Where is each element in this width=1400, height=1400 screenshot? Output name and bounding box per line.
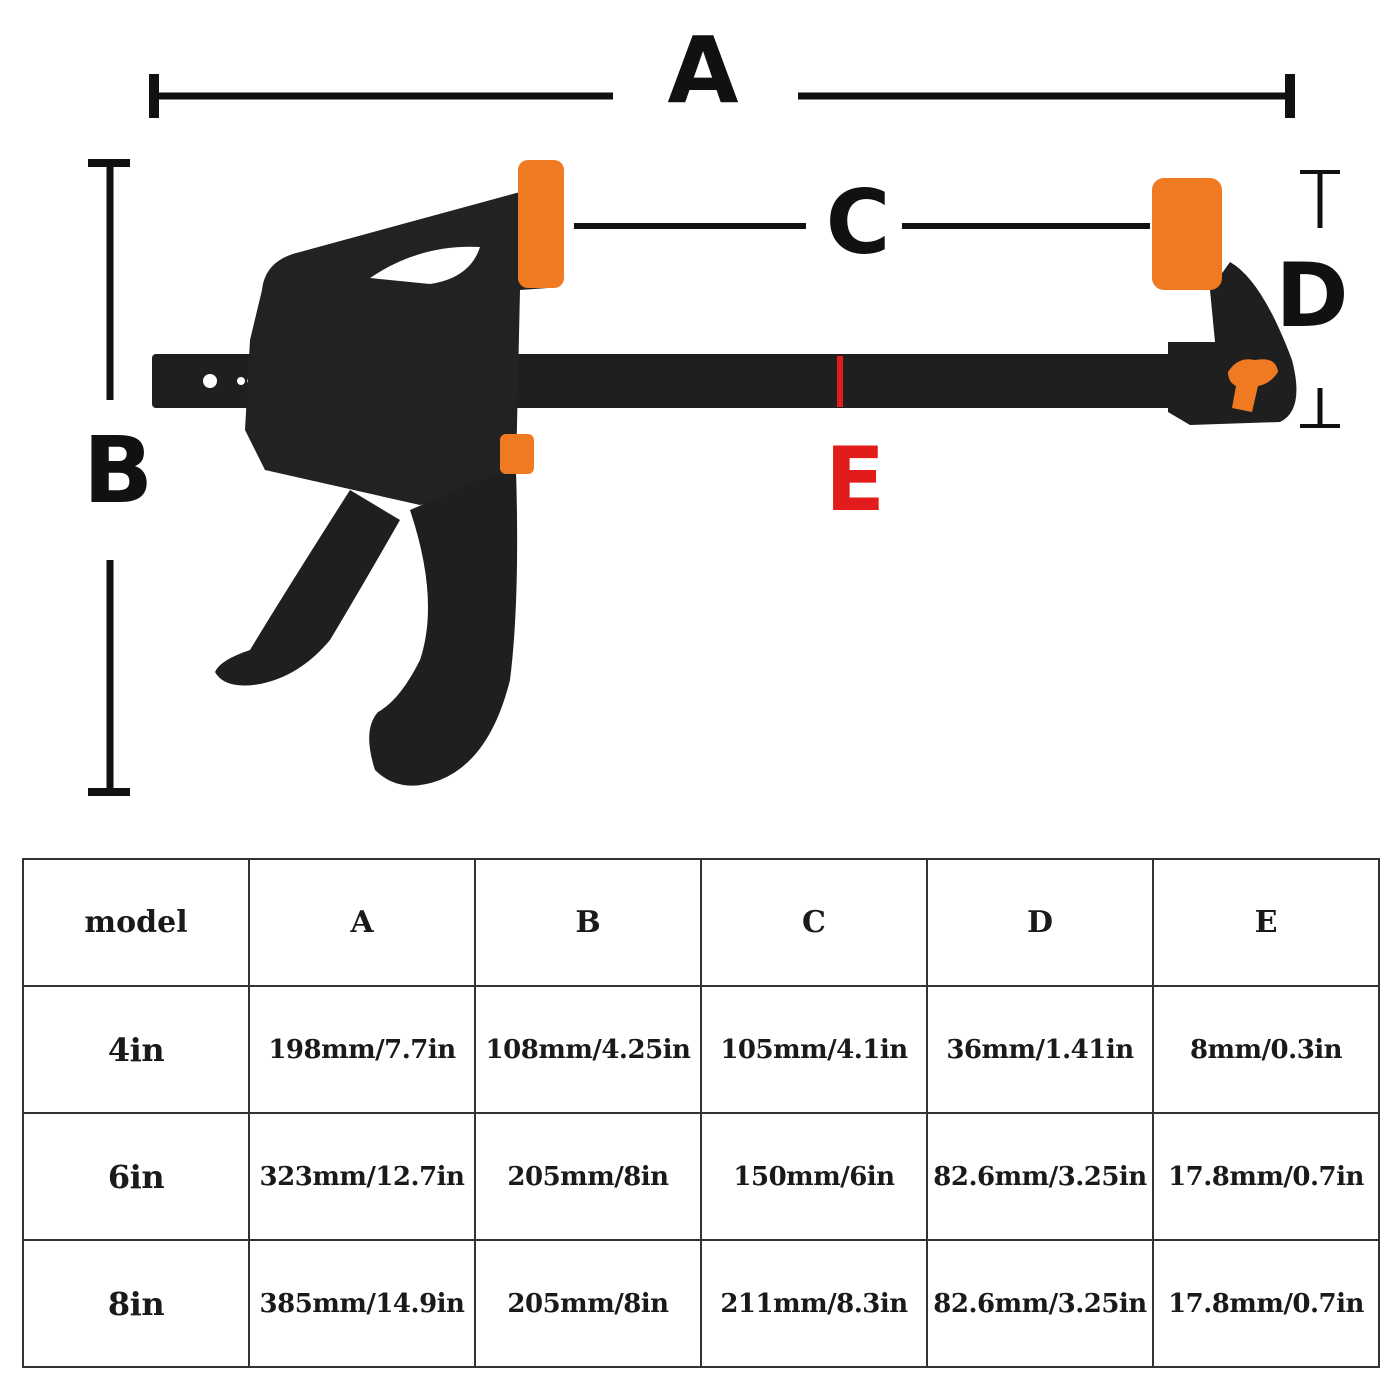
table-header-row: model A B C D E — [22, 858, 1380, 987]
dimension-d: D — [1275, 170, 1349, 428]
table-cell-model: 6in — [22, 1112, 250, 1241]
header-b: B — [474, 858, 702, 987]
label-a: A — [667, 17, 738, 124]
table-row: 4in 198mm/7.7in 108mm/4.25in 105mm/4.1in… — [22, 985, 1380, 1114]
table-cell-model: 4in — [22, 985, 250, 1114]
table-cell: 82.6mm/3.25in — [926, 1239, 1154, 1368]
dimension-a: A — [149, 17, 1295, 124]
header-e: E — [1152, 858, 1380, 987]
table-cell: 205mm/8in — [474, 1112, 702, 1241]
specifications-table: model A B C D E 4in 198mm/7.7in 108mm/4.… — [22, 858, 1380, 1368]
table-row: 8in 385mm/14.9in 205mm/8in 211mm/8.3in 8… — [22, 1239, 1380, 1368]
table-cell: 105mm/4.1in — [700, 985, 928, 1114]
table-cell: 8mm/0.3in — [1152, 985, 1380, 1114]
header-a: A — [248, 858, 476, 987]
header-c: C — [700, 858, 928, 987]
label-d: D — [1275, 244, 1348, 347]
table-cell: 17.8mm/0.7in — [1152, 1239, 1380, 1368]
table-cell: 108mm/4.25in — [474, 985, 702, 1114]
table-row: 6in 323mm/12.7in 205mm/8in 150mm/6in 82.… — [22, 1112, 1380, 1241]
table-cell: 36mm/1.41in — [926, 985, 1154, 1114]
table-cell: 198mm/7.7in — [248, 985, 476, 1114]
table-cell: 150mm/6in — [700, 1112, 928, 1241]
table-cell: 82.6mm/3.25in — [926, 1112, 1154, 1241]
table-cell-model: 8in — [22, 1239, 250, 1368]
clamp-dimension-diagram: A B C D — [83, 17, 1349, 796]
header-model: model — [22, 858, 250, 987]
table-cell: 205mm/8in — [474, 1239, 702, 1368]
table-cell: 323mm/12.7in — [248, 1112, 476, 1241]
clamp-icon — [152, 160, 1297, 786]
table-cell: 385mm/14.9in — [248, 1239, 476, 1368]
header-d: D — [926, 858, 1154, 987]
label-b: B — [83, 417, 153, 524]
dimension-b: B — [83, 159, 153, 796]
label-e: E — [825, 428, 885, 531]
table-cell: 211mm/8.3in — [700, 1239, 928, 1368]
label-c: C — [826, 171, 891, 274]
table-cell: 17.8mm/0.7in — [1152, 1112, 1380, 1241]
dimension-c: C — [574, 171, 1150, 274]
